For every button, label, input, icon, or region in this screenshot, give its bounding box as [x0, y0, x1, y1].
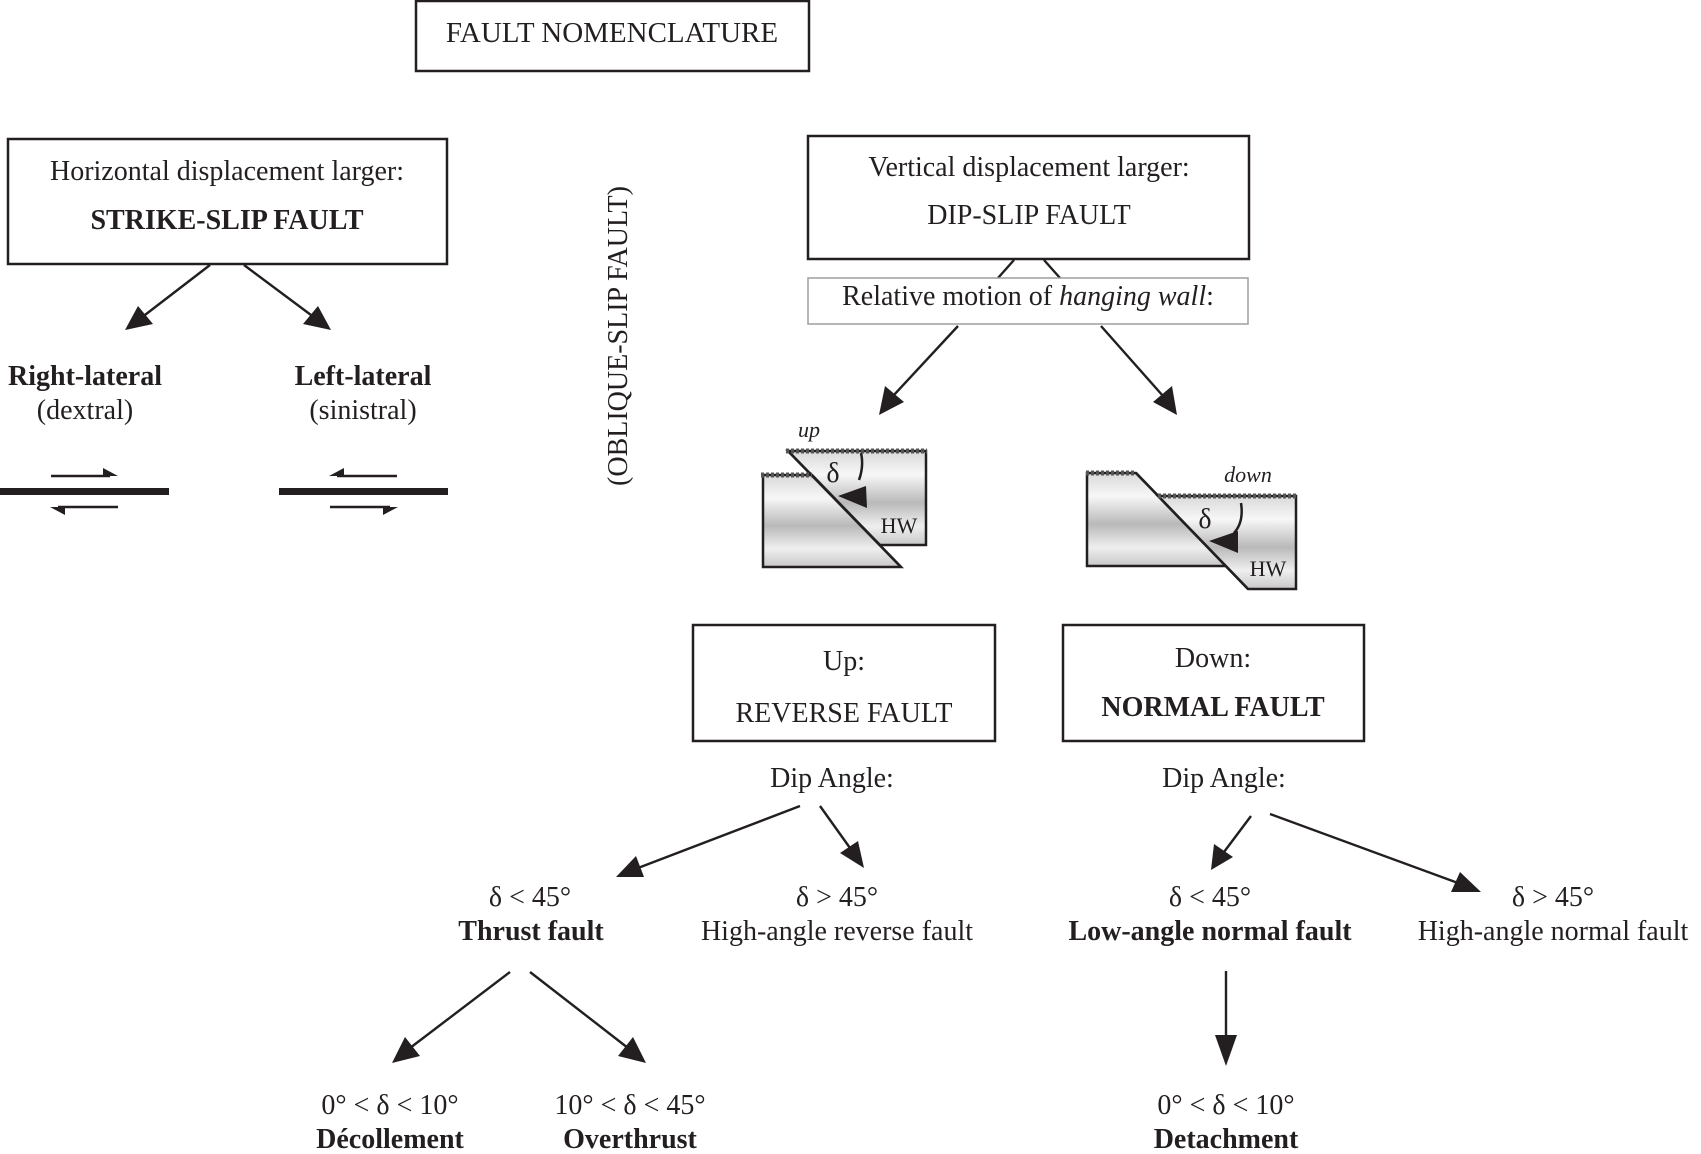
arrowhead-icon [840, 841, 864, 868]
reverse-name: REVERSE FAULT [735, 698, 952, 729]
strike-slip-connector-right [243, 264, 331, 330]
dip-slip-leg-right [1043, 259, 1061, 279]
normal-heading: Down: [1175, 643, 1251, 674]
dip-slip-connector-right [1100, 325, 1177, 415]
reverse-fault-block-diagram: δ HW up [761, 417, 928, 569]
normal-connector-right [1269, 812, 1481, 892]
overthrust-name: Overthrust [563, 1124, 697, 1154]
dip-slip-heading: Vertical displacement larger: [868, 152, 1189, 183]
low-angle-normal-node: δ < 45° Low-angle normal fault [1068, 882, 1352, 947]
normal-fault-node: Down: NORMAL FAULT [1061, 623, 1366, 743]
high-angle-reverse-condition: δ > 45° [796, 882, 878, 913]
right-lateral-alias: (dextral) [37, 395, 133, 426]
dip-angle-arc [857, 452, 864, 481]
normal-fault-box [1061, 623, 1366, 743]
relative-motion-node: Relative motion of hanging wall: [807, 277, 1249, 325]
relative-motion-italic: hanging wall [1059, 281, 1206, 312]
normal-name: NORMAL FAULT [1101, 692, 1325, 723]
low-angle-normal-name: Low-angle normal fault [1068, 916, 1352, 947]
fault-plane-line [1135, 472, 1249, 590]
left-lateral-node: Left-lateral (sinistral) [279, 361, 448, 515]
reverse-fault-node: Up: REVERSE FAULT [691, 623, 997, 743]
reverse-heading: Up: [823, 646, 865, 677]
low-angle-connector [1215, 971, 1237, 1066]
dextral-symbol-icon [0, 468, 169, 515]
detachment-name: Detachment [1154, 1124, 1299, 1154]
normal-dip-angle-label: Dip Angle: [1162, 763, 1286, 794]
dip-slip-name: DIP-SLIP FAULT [927, 200, 1131, 231]
thrust-fault-node: δ < 45° Thrust fault [458, 882, 604, 947]
normal-fault-block-diagram: δ HW down [1085, 462, 1298, 591]
arrowhead-icon [618, 1037, 646, 1063]
reverse-connector-right [819, 805, 864, 868]
high-angle-reverse-node: δ > 45° High-angle reverse fault [701, 882, 973, 947]
dip-arrow-icon [838, 486, 867, 508]
delta-symbol: δ [1198, 504, 1211, 535]
thrust-connector-left [392, 971, 511, 1063]
relative-motion-box [807, 277, 1249, 325]
low-angle-normal-condition: δ < 45° [1169, 882, 1251, 913]
arrowhead-icon [392, 1037, 420, 1063]
high-angle-reverse-name: High-angle reverse fault [701, 916, 973, 947]
overthrust-node: 10° < δ < 45° Overthrust [554, 1090, 705, 1154]
strike-slip-box [6, 137, 449, 266]
high-angle-normal-name: High-angle normal fault [1418, 916, 1689, 947]
arrowhead-icon [1215, 1035, 1237, 1066]
hw-label: HW [881, 513, 918, 538]
title-box [414, 0, 811, 73]
decollement-node: 0° < δ < 10° Décollement [316, 1090, 464, 1154]
overthrust-condition: 10° < δ < 45° [554, 1090, 705, 1121]
reverse-fault-box [691, 623, 997, 743]
thrust-condition: δ < 45° [489, 882, 571, 913]
delta-symbol: δ [826, 458, 839, 489]
left-lateral-alias: (sinistral) [309, 395, 416, 426]
left-lateral-name: Left-lateral [295, 361, 432, 392]
right-lateral-node: Right-lateral (dextral) [0, 361, 169, 515]
arrowhead-icon [1451, 872, 1481, 892]
relative-motion-prefix: Relative motion of [842, 281, 1059, 312]
fault-plane-line [787, 450, 902, 568]
decollement-condition: 0° < δ < 10° [321, 1090, 458, 1121]
normal-connector-left [1211, 815, 1252, 870]
dip-slip-box [806, 134, 1251, 261]
dip-arrow-icon [1209, 531, 1238, 553]
title-node: FAULT NOMENCLATURE [414, 0, 811, 73]
dip-slip-node: Vertical displacement larger: DIP-SLIP F… [806, 134, 1251, 261]
arrowhead-icon [303, 306, 331, 330]
high-angle-normal-condition: δ > 45° [1512, 882, 1594, 913]
thrust-connector-right [529, 971, 646, 1063]
high-angle-normal-node: δ > 45° High-angle normal fault [1418, 882, 1689, 947]
dip-slip-connector-left [879, 325, 959, 415]
strike-slip-name: STRIKE-SLIP FAULT [90, 205, 363, 236]
arrowhead-icon [1153, 386, 1177, 415]
detachment-node: 0° < δ < 10° Detachment [1154, 1090, 1299, 1154]
strike-slip-node: Horizontal displacement larger: STRIKE-S… [6, 137, 449, 266]
reverse-connector-left [616, 804, 801, 877]
oblique-slip-label: (OBLIQUE-SLIP FAULT) [603, 186, 634, 486]
decollement-name: Décollement [316, 1124, 464, 1154]
strike-slip-connector-left [125, 264, 211, 330]
arrowhead-icon [879, 386, 904, 415]
up-label: up [798, 417, 820, 442]
relative-motion-label: Relative motion of hanging wall: [842, 281, 1214, 312]
dip-slip-leg-left [997, 259, 1015, 279]
dip-angle-arc [1233, 502, 1243, 534]
down-label: down [1224, 462, 1272, 487]
relative-motion-suffix: : [1206, 281, 1214, 312]
reverse-dip-angle-label: Dip Angle: [770, 763, 894, 794]
arrowhead-icon [1211, 844, 1233, 870]
detachment-condition: 0° < δ < 10° [1157, 1090, 1294, 1121]
right-lateral-name: Right-lateral [8, 361, 162, 392]
sinistral-symbol-icon [279, 468, 448, 515]
thrust-name: Thrust fault [458, 916, 604, 947]
hw-label: HW [1250, 556, 1287, 581]
arrowhead-icon [616, 856, 644, 877]
title-text: FAULT NOMENCLATURE [446, 17, 778, 49]
strike-slip-heading: Horizontal displacement larger: [50, 156, 404, 187]
arrowhead-icon [125, 306, 153, 330]
